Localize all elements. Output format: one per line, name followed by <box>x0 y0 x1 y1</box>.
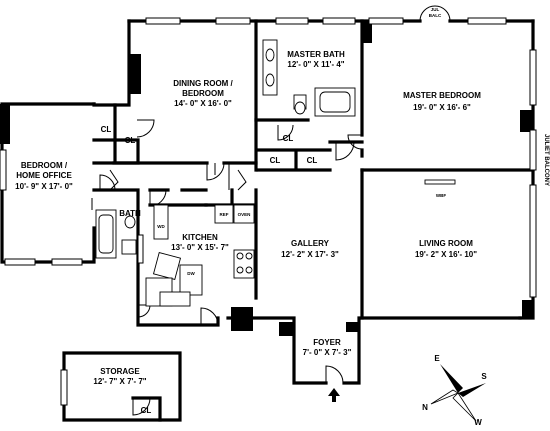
gallery-dims: 12'- 2" X 17'- 3" <box>281 250 339 259</box>
closet-label: CL <box>101 125 112 134</box>
foyer-name: FOYER <box>313 338 341 347</box>
foyer-dims: 7'- 0" X 7'- 3" <box>303 348 352 357</box>
closet-label: CL <box>125 136 136 145</box>
bedroom-office-name-2: HOME OFFICE <box>16 171 72 180</box>
compass-icon: E S N W <box>422 354 487 427</box>
windows <box>0 17 537 298</box>
feature-labels: WBF REF OVEN DW WD <box>157 193 446 276</box>
master-bedroom-dims: 19'- 0" X 16'- 6" <box>413 103 471 112</box>
juliet-balcony-label: JULIET BALCONY <box>543 134 549 186</box>
dining-dims: 14'- 0" X 16'- 0" <box>174 99 232 108</box>
closet-labels: CL CL CL CL CL CL <box>101 125 318 415</box>
oven-label: OVEN <box>238 212 251 217</box>
wbf-label: WBF <box>436 193 446 198</box>
kitchen-name: KITCHEN <box>182 233 218 242</box>
wd-label: WD <box>157 224 165 229</box>
bedroom-office-name-1: BEDROOM / <box>21 161 68 170</box>
storage-name: STORAGE <box>100 367 140 376</box>
closet-label: CL <box>307 156 318 165</box>
storage-room <box>60 351 182 422</box>
dining-name-1: DINING ROOM / <box>173 79 233 88</box>
dw-label: DW <box>187 271 195 276</box>
bath-name: BATH <box>119 209 141 218</box>
entry-arrow-icon <box>328 388 340 402</box>
svg-text:JUL: JUL <box>431 7 440 12</box>
closet-label: CL <box>283 134 294 143</box>
living-room-name: LIVING ROOM <box>419 239 473 248</box>
compass-west: W <box>474 418 482 427</box>
storage-dims: 12'- 7" X 7'- 7" <box>93 377 146 386</box>
doors <box>91 119 363 384</box>
svg-text:BALC: BALC <box>429 13 442 18</box>
master-bath-name: MASTER BATH <box>287 50 345 59</box>
room-labels: DINING ROOM / BEDROOM 14'- 0" X 16'- 0" … <box>15 50 481 386</box>
closet-label: CL <box>270 156 281 165</box>
master-bath-dims: 12'- 0" X 11'- 4" <box>287 60 344 69</box>
compass-north: N <box>422 403 428 412</box>
closet-label: CL <box>141 406 152 415</box>
dining-name-2: BEDROOM <box>182 89 224 98</box>
kitchen-dims: 13'- 0" X 15'- 7" <box>171 243 229 252</box>
gallery-name: GALLERY <box>291 239 330 248</box>
master-bedroom-name: MASTER BEDROOM <box>403 91 481 100</box>
bedroom-office-dims: 10'- 9" X 17'- 0" <box>15 182 73 191</box>
living-room-dims: 19'- 2" X 16'- 10" <box>415 250 477 259</box>
jul-balc: JUL BALC <box>419 5 451 22</box>
ref-label: REF <box>220 212 229 217</box>
fixtures <box>95 39 456 307</box>
compass-south: S <box>481 372 487 381</box>
compass-east: E <box>434 354 440 363</box>
